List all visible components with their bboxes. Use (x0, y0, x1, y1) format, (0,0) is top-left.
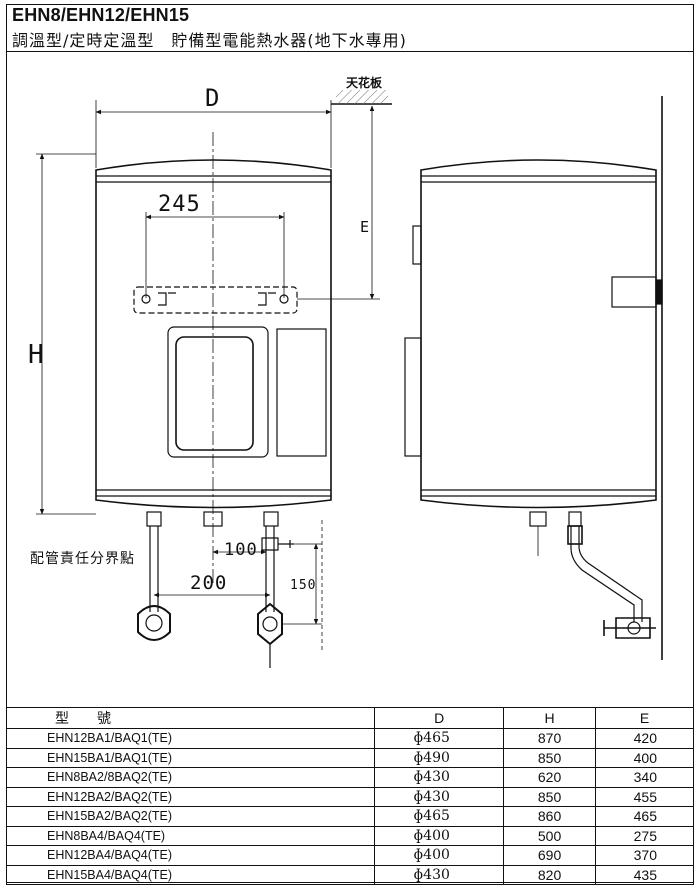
table-row: EHN15BA1/BAQ1(TE) ɸ490 850 400 (5, 747, 694, 768)
header-d: D (374, 707, 504, 729)
ceiling-label: 天花板 (346, 76, 383, 90)
dim-100-label: 100 (224, 540, 258, 560)
cell-d: ɸ430 (374, 864, 504, 885)
cell-model: EHN12BA4/BAQ4(TE) (5, 845, 376, 866)
dim-h-label: H (28, 340, 45, 370)
side-view (404, 96, 663, 660)
cell-h: 850 (502, 747, 597, 768)
cell-e: 340 (595, 767, 694, 788)
cell-e: 435 (595, 864, 694, 885)
pipe-boundary-label: 配管責任分界點 (30, 551, 135, 567)
cell-model: EHN12BA2/BAQ2(TE) (5, 786, 376, 807)
cell-d: ɸ400 (374, 825, 504, 846)
header-e: E (595, 707, 694, 729)
header-model: 型號 (5, 707, 376, 729)
cell-model: EHN12BA1/BAQ1(TE) (5, 728, 376, 749)
cell-model: EHN15BA4/BAQ4(TE) (5, 864, 376, 885)
table-row: EHN12BA4/BAQ4(TE) ɸ400 690 370 (5, 845, 694, 866)
dim-150-label: 150 (290, 578, 317, 593)
cell-e: 465 (595, 806, 694, 827)
table-row: EHN8BA2/8BAQ2(TE) ɸ430 620 340 (5, 767, 694, 788)
cell-d: ɸ465 (374, 728, 504, 749)
cell-model: EHN8BA2/8BAQ2(TE) (5, 767, 376, 788)
cell-d: ɸ430 (374, 767, 504, 788)
cell-d: ɸ430 (374, 786, 504, 807)
cell-d: ɸ400 (374, 845, 504, 866)
cell-e: 420 (595, 728, 694, 749)
cell-d: ɸ490 (374, 747, 504, 768)
header-divider (6, 51, 694, 52)
cell-model: EHN15BA2/BAQ2(TE) (5, 806, 376, 827)
table-row: EHN12BA1/BAQ1(TE) ɸ465 870 420 (5, 728, 694, 749)
spec-table: 型號 D H E EHN12BA1/BAQ1(TE) ɸ465 870 420 … (5, 707, 694, 885)
table-header-row: 型號 D H E (5, 707, 694, 729)
header-h: H (502, 707, 597, 729)
cell-e: 370 (595, 845, 694, 866)
cell-e: 455 (595, 786, 694, 807)
dim-d-label: D (205, 84, 221, 112)
cell-d: ɸ465 (374, 806, 504, 827)
table-row: EHN8BA4/BAQ4(TE) ɸ400 500 275 (5, 825, 694, 846)
dim-245-label: 245 (158, 192, 201, 217)
cell-h: 500 (502, 825, 597, 846)
table-row: EHN15BA2/BAQ2(TE) ɸ465 860 465 (5, 806, 694, 827)
cell-h: 870 (502, 728, 597, 749)
technical-drawing (36, 90, 663, 668)
model-title: EHN8/EHN12/EHN15 (12, 5, 190, 25)
cell-model: EHN15BA1/BAQ1(TE) (5, 747, 376, 768)
cell-e: 400 (595, 747, 694, 768)
cell-h: 620 (502, 767, 597, 788)
table-row: EHN12BA2/BAQ2(TE) ɸ430 850 455 (5, 786, 694, 807)
cell-model: EHN8BA4/BAQ4(TE) (5, 825, 376, 846)
cell-h: 820 (502, 864, 597, 885)
cell-h: 850 (502, 786, 597, 807)
dim-e-label: E (360, 218, 371, 236)
front-view (36, 90, 392, 668)
table-row: EHN15BA4/BAQ4(TE) ɸ430 820 435 (5, 864, 694, 885)
dim-200-label: 200 (190, 572, 228, 594)
product-subtitle: 調溫型/定時定溫型 貯備型電能熱水器(地下水專用) (12, 31, 407, 50)
cell-h: 690 (502, 845, 597, 866)
cell-h: 860 (502, 806, 597, 827)
cell-e: 275 (595, 825, 694, 846)
